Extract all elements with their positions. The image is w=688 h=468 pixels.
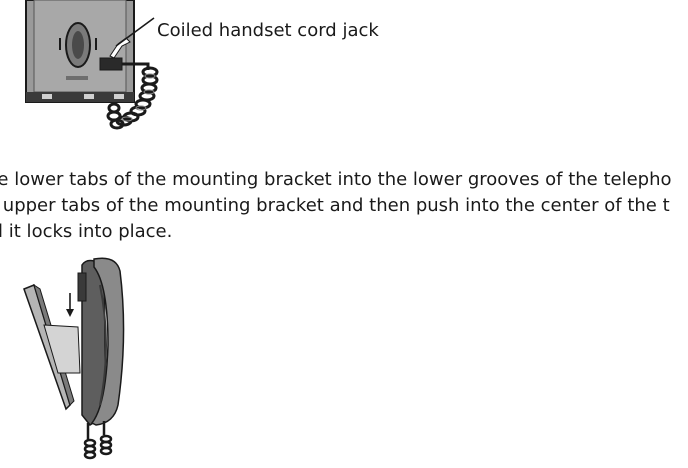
callout-leader — [115, 17, 155, 47]
phone-base-illustration — [25, 0, 159, 130]
instruction-text: he lower tabs of the mounting bracket in… — [0, 167, 688, 245]
cord-jack — [99, 57, 123, 71]
handset — [90, 257, 125, 426]
instruction-line-1: he lower tabs of the mounting bracket in… — [0, 169, 672, 190]
phone-base-foot — [26, 92, 134, 102]
instruction-line-2: e upper tabs of the mounting bracket and… — [0, 195, 670, 216]
cord-jack-callout: Coiled handset cord jack — [157, 20, 379, 41]
bracket-mounting-illustration — [23, 257, 125, 460]
bottom-cords — [83, 421, 113, 460]
instruction-line-3: til it locks into place. — [0, 221, 173, 242]
